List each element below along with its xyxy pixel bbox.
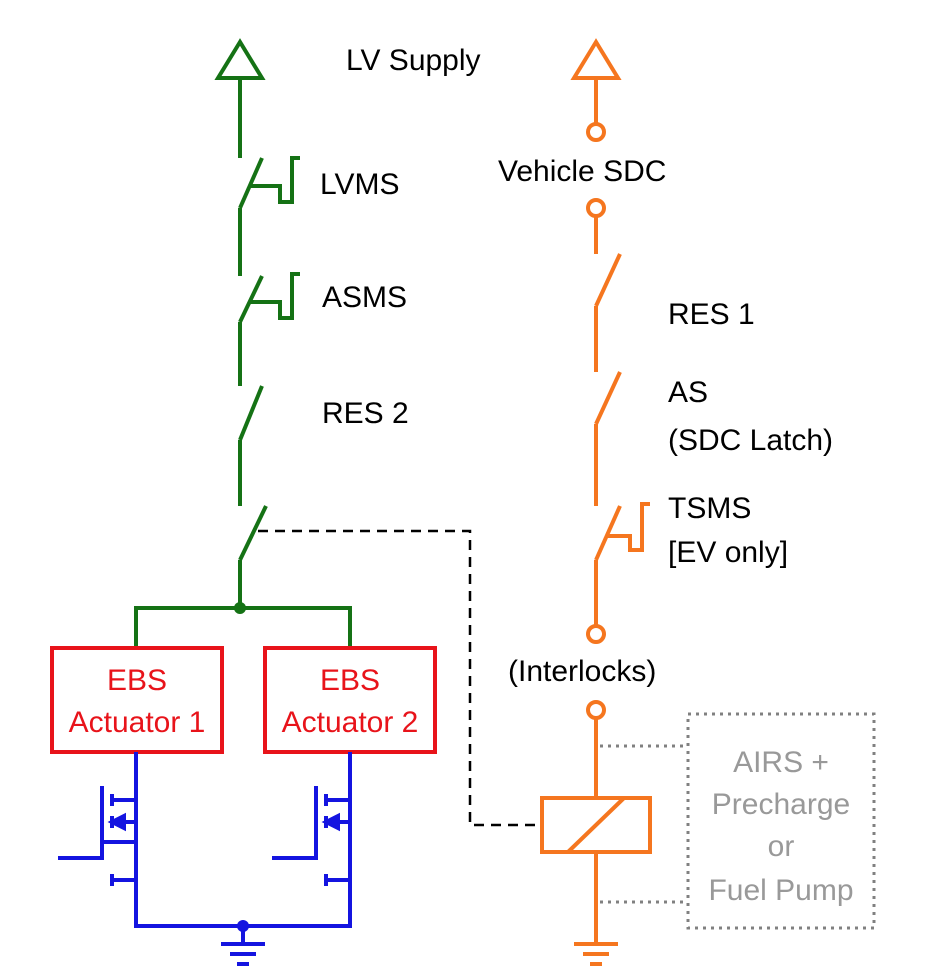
vehicle-sdc-label: Vehicle SDC (498, 155, 666, 188)
terminal-circle-icon (586, 122, 606, 142)
tsms-label: TSMS (668, 492, 751, 525)
as-switch-icon (594, 371, 622, 492)
junction-dot (237, 920, 249, 932)
res1-switch-icon (594, 253, 622, 372)
lvms-switch-icon (238, 136, 300, 258)
as-sub-label: (SDC Latch) (668, 424, 833, 457)
driver-circuit (58, 752, 352, 966)
res2-switch-icon (238, 370, 264, 490)
airs-box (600, 712, 876, 930)
res2-label: RES 2 (322, 397, 409, 430)
sdc-circuit (540, 38, 652, 966)
tsms-switch-icon (594, 492, 650, 626)
relay-contact-switch-icon (238, 490, 268, 608)
airs-label: AIRS + (733, 746, 829, 779)
terminal-circle-icon (586, 700, 606, 720)
lv-circuit (134, 38, 352, 648)
interlocks-label: (Interlocks) (508, 655, 656, 688)
ground-icon (574, 942, 618, 966)
lv-supply-label: LV Supply (346, 44, 481, 77)
supply-triangle-icon (570, 38, 622, 80)
airs-or-label: or (768, 830, 795, 863)
ebs2-sub-label: Actuator 2 (282, 706, 419, 739)
as-label: AS (668, 376, 708, 409)
terminal-circle-icon (586, 624, 606, 644)
tsms-sub-label: [EV only] (668, 536, 788, 569)
ebs1-sub-label: Actuator 1 (69, 706, 206, 739)
airs-precharge-label: Precharge (712, 788, 850, 821)
junction-dot (234, 602, 246, 614)
ebs1-label: EBS (107, 664, 167, 697)
ground-icon (221, 942, 265, 966)
lvms-label: LVMS (320, 168, 399, 201)
res1-label: RES 1 (668, 298, 755, 331)
mosfet-icon (58, 752, 138, 886)
asms-label: ASMS (322, 281, 407, 314)
mosfet-icon (272, 752, 352, 886)
relay-link-dashed (258, 529, 540, 827)
relay-coil-icon (540, 796, 652, 854)
airs-fuel-pump-label: Fuel Pump (708, 874, 853, 907)
ebs2-label: EBS (320, 664, 380, 697)
terminal-circle-icon (586, 198, 606, 218)
supply-triangle-icon (214, 38, 266, 80)
asms-switch-icon (238, 258, 300, 370)
